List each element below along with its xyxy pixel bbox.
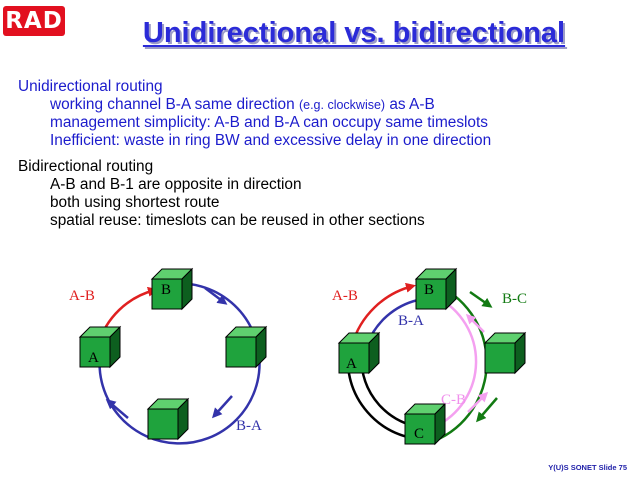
left-label-ab: A-B: [69, 288, 95, 304]
left-node-a-label: A: [88, 350, 99, 366]
left-node-b-label: B: [161, 282, 171, 298]
right-ring-green-arrow-2: [476, 397, 498, 423]
left-node-a-cube: [79, 326, 121, 368]
left-node-bottom-cube: [147, 398, 189, 440]
right-node-right-cube: [484, 332, 526, 374]
ring-diagrams: B A A-B B-A B A C A-B B-A B-C C-B: [69, 268, 527, 445]
right-node-b-label: B: [424, 282, 434, 298]
right-ring-pink-arrow-2: [467, 391, 489, 413]
right-ring-pink-arrow-1: [465, 313, 485, 333]
bullet-text-end: as A-B: [385, 96, 435, 113]
bidirectional-section: Bidirectional routing A-B and B-1 are op…: [18, 158, 628, 230]
bidirectional-heading: Bidirectional routing: [18, 158, 154, 175]
right-node-c-label: C: [414, 426, 424, 442]
left-ring-blue-arrow-1: [204, 287, 228, 305]
bullet-note: (e.g. clockwise): [298, 98, 386, 112]
right-label-ab: A-B: [332, 288, 358, 304]
right-ring-pink-arc: [433, 295, 478, 429]
right-label-ba: B-A: [398, 313, 424, 329]
left-label-ba: B-A: [236, 418, 262, 434]
bullet-management: management simplicity: A-B and B-A can o…: [50, 114, 488, 131]
left-ring-blue-arrow-3: [105, 399, 129, 419]
left-node-right-cube: [225, 326, 267, 368]
right-ring: B A C A-B B-A B-C C-B: [332, 268, 527, 445]
rad-logo: RAD: [3, 6, 65, 36]
slide-content: Unidirectional routing working channel B…: [18, 78, 628, 238]
right-node-a-cube: [338, 332, 380, 374]
right-node-b-cube: [415, 268, 457, 310]
left-ring: B A A-B B-A: [69, 268, 267, 445]
right-label-cb: C-B: [441, 392, 466, 408]
bullet-shortest: both using shortest route: [50, 194, 220, 211]
right-ring-black-arc-outer: [346, 364, 413, 440]
bullet-inefficient: Inefficient: waste in ring BW and excess…: [50, 132, 492, 149]
right-node-a-label: A: [346, 356, 357, 372]
slide-footer: Y(U)S SONET Slide 75: [548, 463, 627, 472]
bullet-text: working channel B-A same direction: [50, 96, 299, 113]
unidirectional-section: Unidirectional routing working channel B…: [18, 78, 628, 150]
left-ring-blue-arrow-2: [211, 395, 233, 419]
slide-title: Unidirectional vs. bidirectional: [142, 17, 566, 49]
right-label-bc: B-C: [502, 291, 527, 307]
unidirectional-heading: Unidirectional routing: [18, 78, 163, 95]
left-node-b-cube: [151, 268, 193, 310]
bullet-working-channel: working channel B-A same direction (e.g.…: [18, 96, 628, 114]
right-ring-green-arrow-1: [469, 290, 493, 308]
bullet-spatial-reuse: spatial reuse: timeslots can be reused i…: [50, 212, 425, 229]
right-node-c-cube: [404, 403, 446, 445]
bullet-opposite: A-B and B-1 are opposite in direction: [50, 176, 302, 193]
